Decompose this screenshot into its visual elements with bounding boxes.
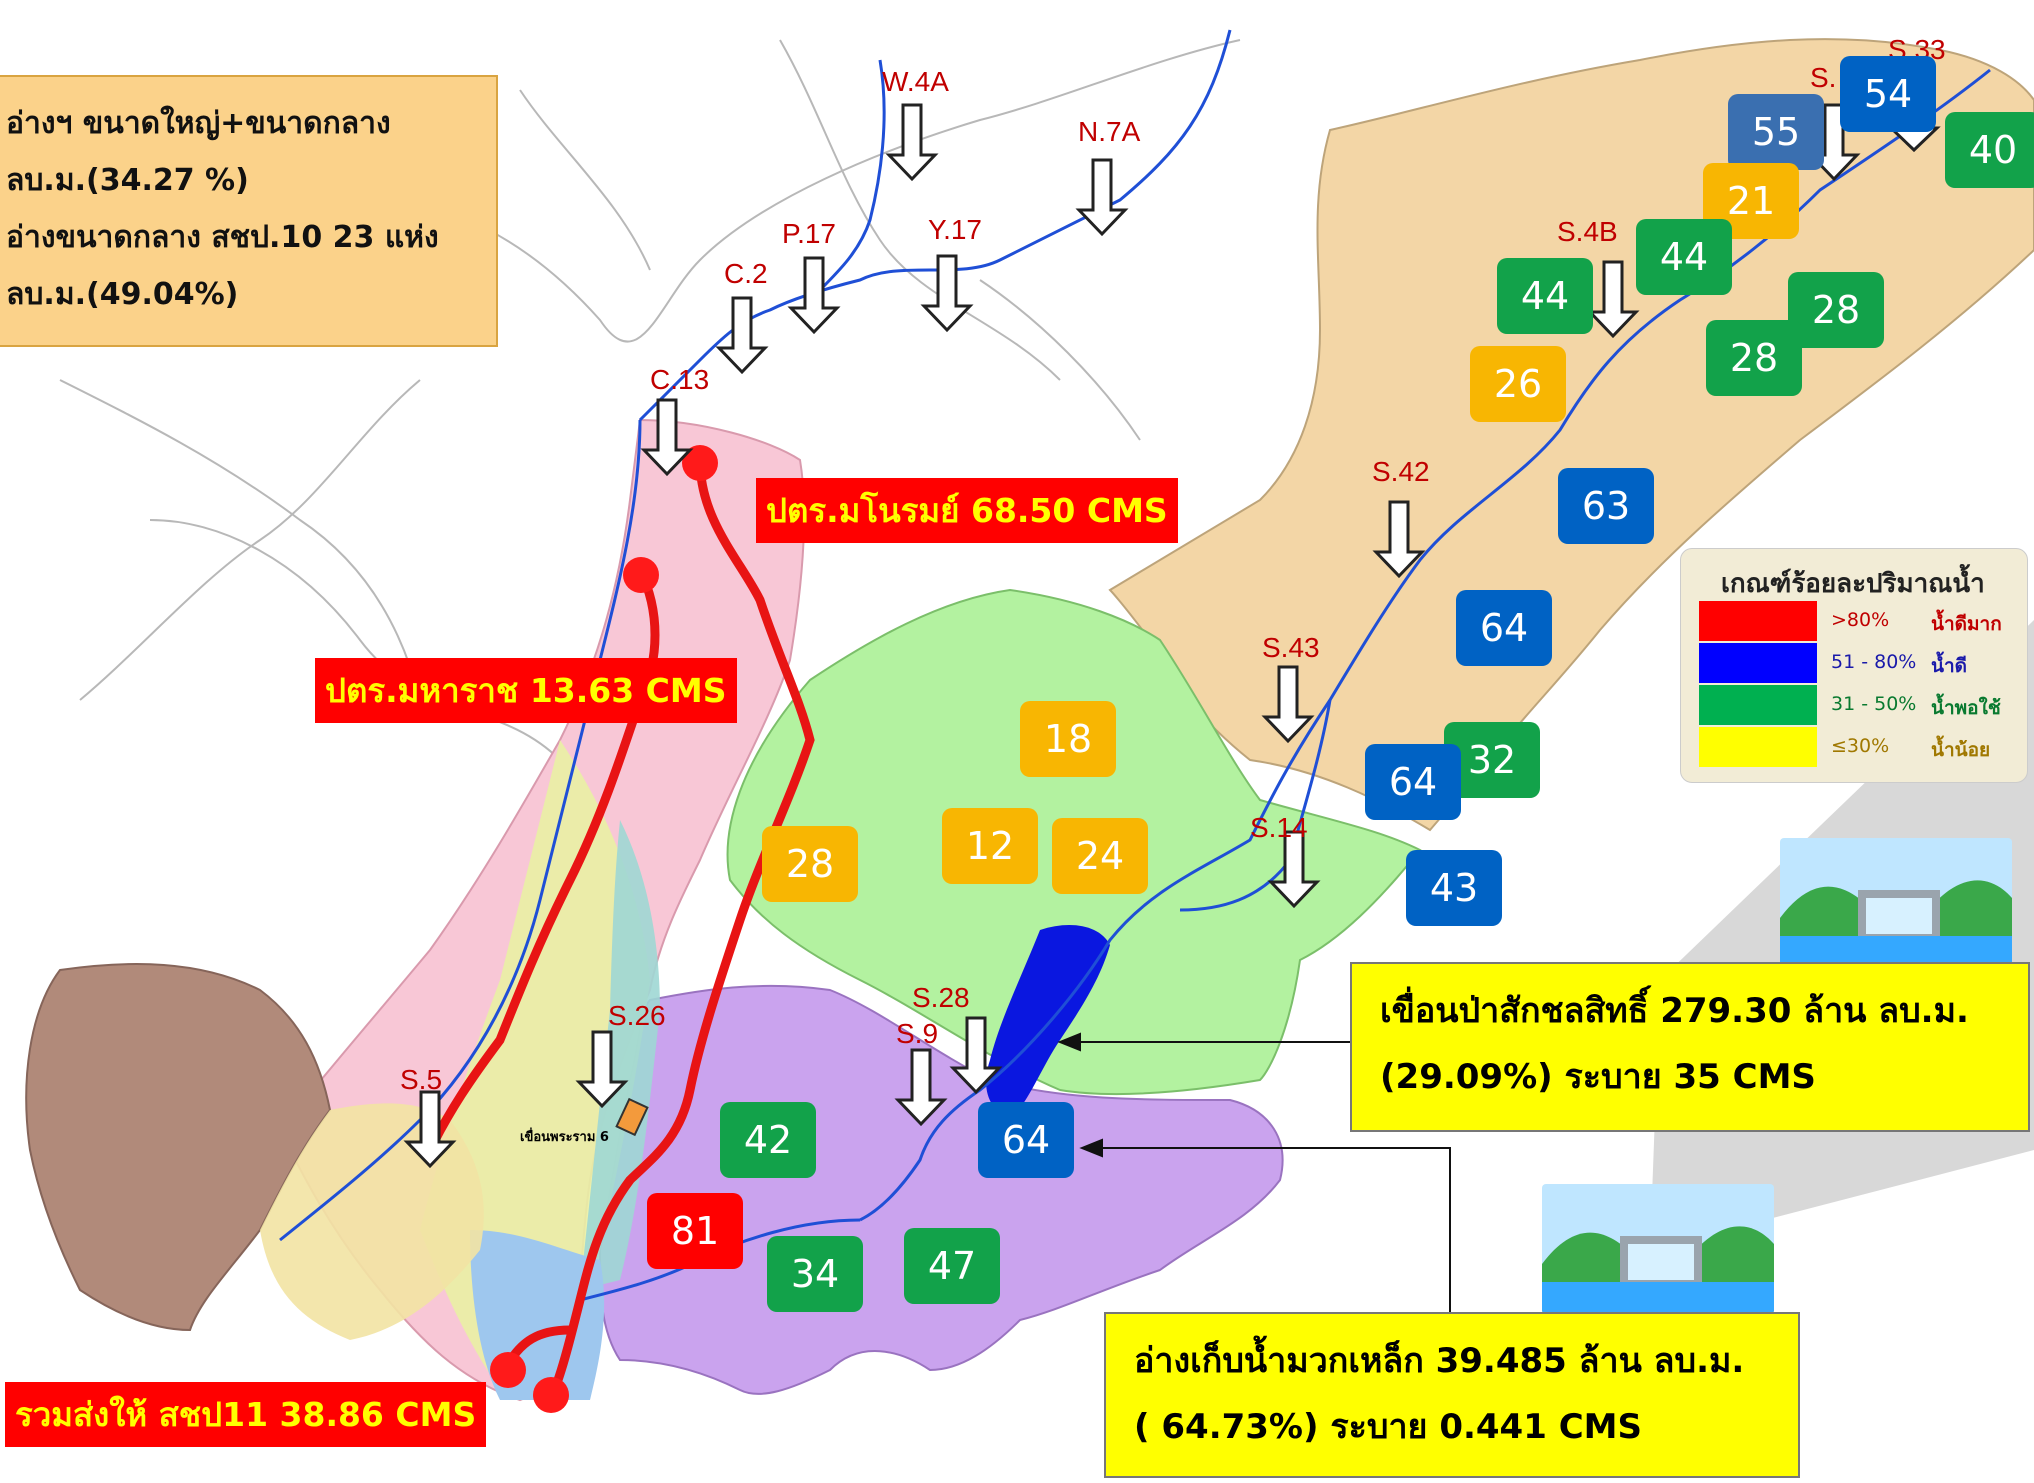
legend-swatch bbox=[1699, 727, 1817, 767]
reservoir-badge: 63 bbox=[1558, 468, 1654, 544]
reservoir-badge: 12 bbox=[942, 808, 1038, 884]
station-s42: S.42 bbox=[1372, 456, 1430, 487]
reservoir-badge: 47 bbox=[904, 1228, 1000, 1304]
total-flow-label: รวมส่งให้ สชป11 38.86 CMS bbox=[5, 1382, 487, 1447]
dam-illustration-icon bbox=[1780, 838, 2012, 968]
legend-row: 31 - 50% น้ำพอใช้ bbox=[1699, 685, 2019, 725]
region-ayutthaya bbox=[25, 963, 332, 1332]
summary-line-1: อ่างฯ ขนาดใหญ่+ขนาดกลาง bbox=[6, 106, 391, 141]
reservoir-badge: 40 bbox=[1945, 112, 2034, 188]
station-s28: S.28 bbox=[912, 982, 970, 1013]
pointer-lines bbox=[1057, 1032, 1451, 1315]
station-s43: S.43 bbox=[1262, 632, 1320, 663]
station-c13: C.13 bbox=[650, 364, 710, 395]
pasak-line-1: เขื่อนป่าสักชลสิทธิ์ 279.30 ล้าน ลบ.ม. bbox=[1380, 991, 1969, 1031]
station-s4b: S.4B bbox=[1557, 216, 1618, 247]
pasak-dam-picture bbox=[1780, 838, 2012, 968]
reservoir-badge: 42 bbox=[720, 1102, 816, 1178]
maharaj-flow-label: ปตร.มหาราช 13.63 CMS bbox=[315, 658, 737, 723]
reservoir-badge: 44 bbox=[1497, 258, 1593, 334]
legend-row: 51 - 80% น้ำดี bbox=[1699, 643, 2019, 683]
storage-summary-box: อ่างฯ ขนาดใหญ่+ขนาดกลาง ลบ.ม.(34.27 %) อ… bbox=[0, 75, 498, 347]
legend-level: น้ำดีมาก bbox=[1931, 613, 2002, 635]
mawaklek-line-2: ( 64.73%) ระบาย 0.441 CMS bbox=[1134, 1407, 1642, 1447]
station-n7a: N.7A bbox=[1078, 116, 1141, 147]
water-level-legend: เกณฑ์ร้อยละปริมาณน้ำ >80% น้ำดีมาก 51 - … bbox=[1680, 548, 2028, 783]
summary-line-3: อ่างขนาดกลาง สชป.10 23 แห่ง bbox=[6, 220, 439, 255]
legend-level: น้ำน้อย bbox=[1931, 739, 1991, 761]
legend-range: ≤30% bbox=[1831, 735, 1890, 757]
reservoir-badge: 28 bbox=[1706, 320, 1802, 396]
reservoir-badge: 43 bbox=[1406, 850, 1502, 926]
legend-swatch bbox=[1699, 643, 1817, 683]
rama6-dam-marker bbox=[615, 1097, 649, 1137]
station-c2: C.2 bbox=[724, 258, 768, 289]
reservoir-badge: 44 bbox=[1636, 219, 1732, 295]
reservoir-badge: 24 bbox=[1052, 818, 1148, 894]
reservoir-badge: 81 bbox=[647, 1193, 743, 1269]
station-s5: S.5 bbox=[400, 1064, 443, 1095]
summary-line-2: ลบ.ม.(34.27 %) bbox=[6, 163, 249, 198]
mawaklek-dam-picture bbox=[1542, 1184, 1774, 1314]
pasak-line-2: (29.09%) ระบาย 35 CMS bbox=[1380, 1057, 1816, 1097]
reservoir-badge: 26 bbox=[1470, 346, 1566, 422]
pasak-dam-info: เขื่อนป่าสักชลสิทธิ์ 279.30 ล้าน ลบ.ม. (… bbox=[1350, 962, 2030, 1132]
legend-swatch bbox=[1699, 601, 1817, 641]
legend-range: >80% bbox=[1831, 609, 1890, 631]
legend-level: น้ำดี bbox=[1931, 655, 1967, 677]
reservoir-badge: 54 bbox=[1840, 56, 1936, 132]
dam-illustration-icon bbox=[1542, 1184, 1774, 1314]
station-s14: S.14 bbox=[1250, 812, 1308, 843]
province-boundaries bbox=[59, 39, 1241, 761]
station-s26: S.26 bbox=[608, 1000, 666, 1031]
station-p17: P.17 bbox=[782, 218, 836, 249]
reservoir-badge: 18 bbox=[1020, 701, 1116, 777]
legend-range: 31 - 50% bbox=[1831, 693, 1917, 715]
reservoir-badge: 28 bbox=[762, 826, 858, 902]
mawaklek-reservoir-info: อ่างเก็บน้ำมวกเหล็ก 39.485 ล้าน ลบ.ม. ( … bbox=[1104, 1312, 1800, 1478]
legend-level: น้ำพอใช้ bbox=[1931, 697, 2001, 719]
legend-range: 51 - 80% bbox=[1831, 651, 1917, 673]
reservoir-badge: 34 bbox=[767, 1236, 863, 1312]
region-upper-pasak bbox=[1108, 38, 2034, 832]
manorom-flow-label: ปตร.มโนรมย์ 68.50 CMS bbox=[756, 478, 1178, 543]
legend-row: ≤30% น้ำน้อย bbox=[1699, 727, 2019, 767]
reservoir-badge: 55 bbox=[1728, 94, 1824, 170]
reservoir-badge: 28 bbox=[1788, 272, 1884, 348]
rama6-dam-label: เขื่อนพระราม 6 bbox=[520, 1130, 609, 1145]
legend-swatch bbox=[1699, 685, 1817, 725]
rivers bbox=[279, 29, 1991, 1302]
canal-endpoints bbox=[490, 445, 718, 1413]
legend-row: >80% น้ำดีมาก bbox=[1699, 601, 2019, 641]
station-w4a: W.4A bbox=[882, 66, 949, 97]
reservoir-badge: 64 bbox=[1365, 744, 1461, 820]
reservoir-badge: 64 bbox=[978, 1102, 1074, 1178]
legend-title: เกณฑ์ร้อยละปริมาณน้ำ bbox=[1721, 569, 1985, 599]
station-y17: Y.17 bbox=[928, 214, 982, 245]
summary-line-4: ลบ.ม.(49.04%) bbox=[6, 277, 239, 312]
station-s9: S.9 bbox=[896, 1018, 939, 1049]
station-s-partial: S. bbox=[1810, 62, 1837, 93]
reservoir-badge: 64 bbox=[1456, 590, 1552, 666]
mawaklek-line-1: อ่างเก็บน้ำมวกเหล็ก 39.485 ล้าน ลบ.ม. bbox=[1134, 1341, 1745, 1381]
